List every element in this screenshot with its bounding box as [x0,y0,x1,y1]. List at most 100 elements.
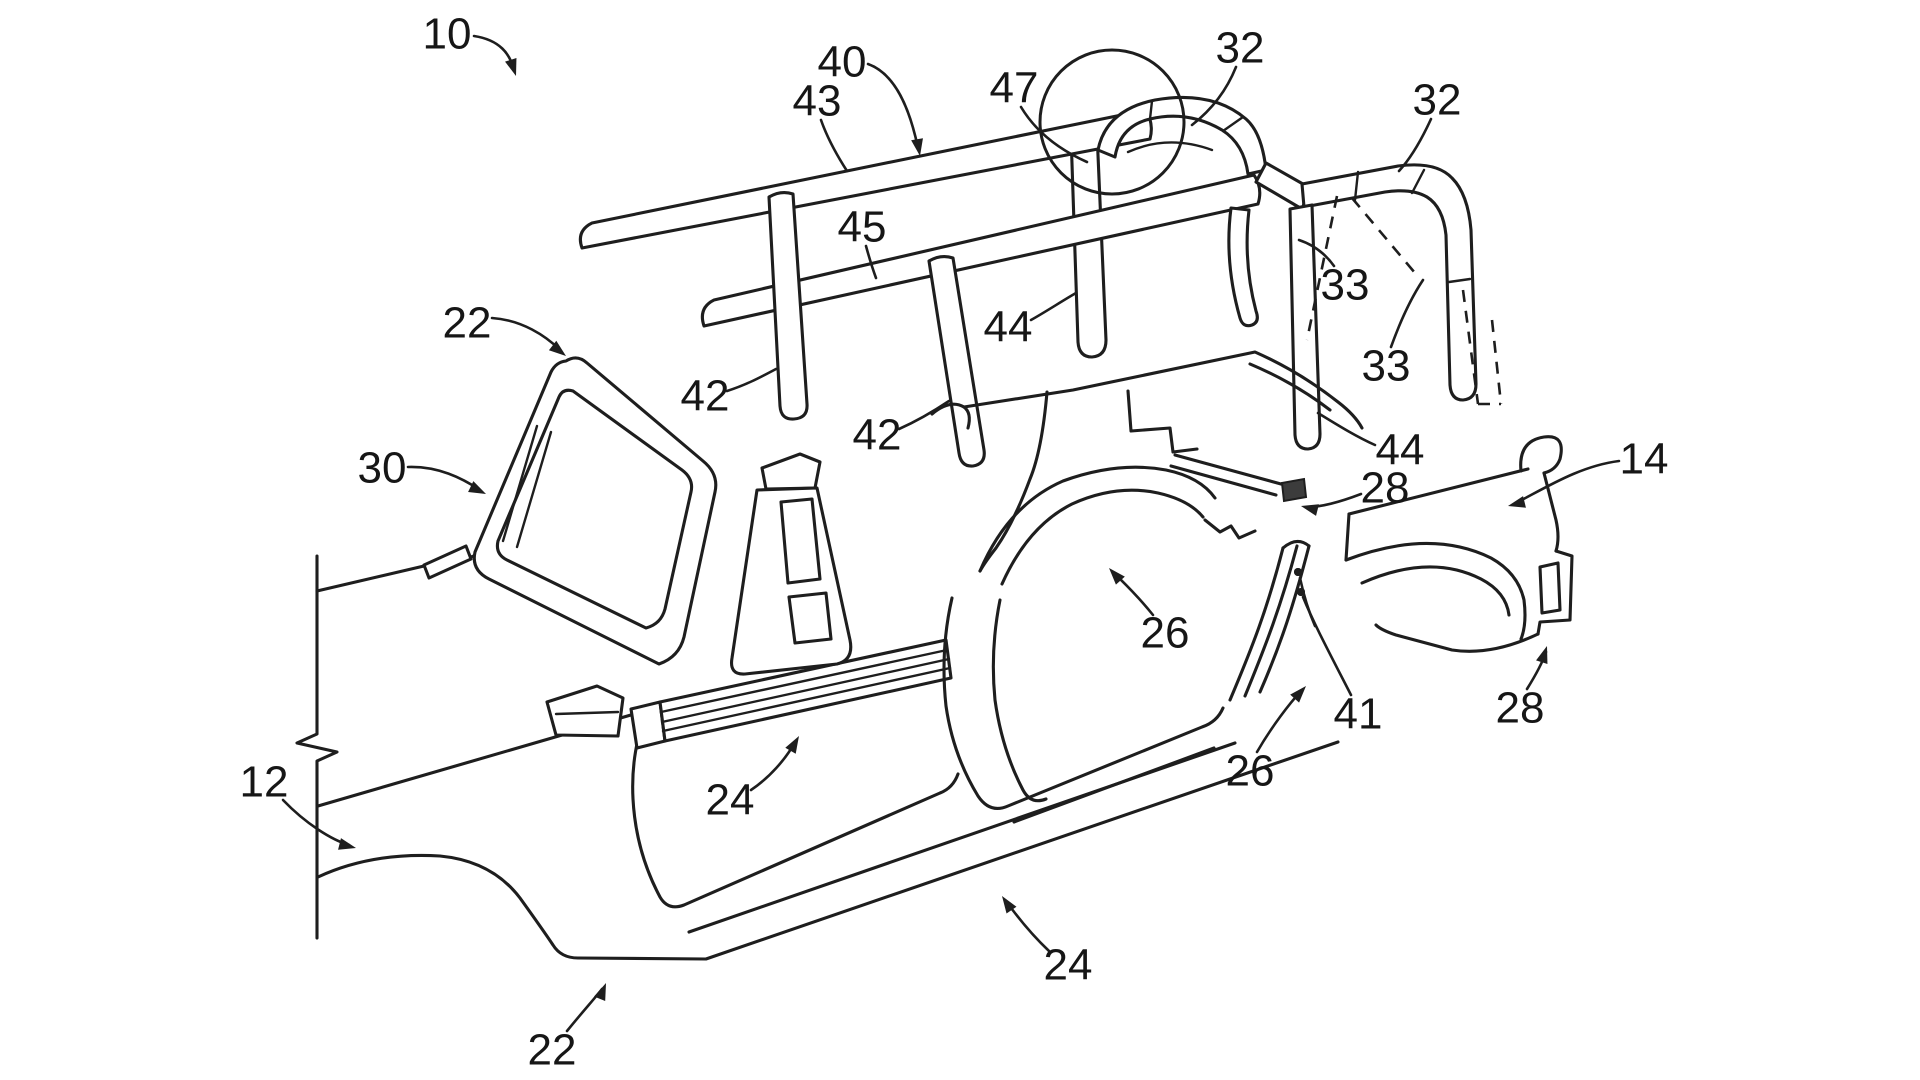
windshield-glass-edge [501,424,539,543]
ref-label-30-11: 30 [358,444,486,494]
hidden-line [1305,195,1339,341]
ref-number: 42 [853,411,902,460]
roof-bow-mid [927,254,986,468]
ref-label-28-15: 28 [1301,464,1409,516]
ref-label-45-6: 45 [838,203,887,280]
ref-label-22-24: 22 [528,983,606,1075]
leader-arrowhead [1301,504,1319,516]
c-pillar-line [1243,544,1299,698]
quarter-panel-rear-edge [1542,471,1560,553]
leader-line [897,399,951,431]
quarter-panel-bottom-edge [1374,623,1540,653]
rear-wheel-arch-inner [1360,565,1511,617]
b-pillar [729,452,853,676]
ref-number: 28 [1496,684,1545,733]
ref-label-44-7: 44 [984,291,1078,352]
ref-number: 32 [1216,24,1265,73]
leader-line [1190,65,1238,127]
ref-number: 24 [1044,941,1093,990]
windshield-foot-bracket [545,684,625,738]
roof-frame-assembly [578,48,1503,468]
hidden-lines-soft-top [1305,195,1503,406]
hoop-segment-tick [1447,277,1472,284]
windshield-foot-bracket-edge [554,710,620,716]
ref-label-33-9: 33 [1362,278,1425,391]
ref-number: 33 [1321,261,1370,310]
leader-line [1029,291,1078,322]
ref-number: 41 [1334,690,1383,739]
roof-bow-front [767,190,809,421]
leader-arrowhead [1002,896,1017,914]
ref-label-32-5: 32 [1397,76,1462,173]
leader-arrowhead [468,481,486,494]
ref-label-44-14: 44 [1316,411,1425,475]
rear-sill-line [1012,746,1216,824]
mount-bracket [1280,477,1308,503]
ref-number: 42 [681,372,730,421]
leader-line [1316,411,1377,447]
ref-label-40-1: 40 [818,38,923,156]
ref-label-41-18: 41 [1294,568,1382,739]
hood-edge [315,564,426,593]
front-door-opening [631,708,960,909]
quarter-ledge-inner [1169,464,1278,497]
hoop-segment-tick [1221,115,1245,133]
ref-number: 45 [838,203,887,252]
rear-door-opening-front-edge [942,596,1225,810]
ref-number: 26 [1141,609,1190,658]
ref-number: 30 [358,444,407,493]
leader-line [864,244,878,280]
ref-number: 12 [240,758,289,807]
rear-door-opening-front-edge-inner [991,598,1048,803]
leader-arrowhead [505,57,517,76]
cowl-strip [422,544,473,580]
leader-arrowhead [785,736,799,754]
rear-wheel-arch-outer [1344,541,1527,641]
leader-line [406,465,482,492]
b-pillar-cutout-lower [787,591,833,645]
quarter-panel-front-edge [1344,512,1351,562]
ref-label-26-19: 26 [1226,686,1306,796]
ref-number: 26 [1226,747,1275,796]
ref-number: 44 [1376,426,1425,475]
hoop-segment-tick [1148,99,1154,121]
ref-number: 40 [818,38,867,87]
b-pillar-cutout-upper [779,497,822,585]
leader-arrowhead [594,983,606,1002]
leader-arrowhead [1536,646,1548,665]
ref-number: 32 [1413,76,1462,125]
quarter-front-edge [978,390,1049,573]
ref-number: 47 [990,64,1039,113]
ref-number: 22 [528,1026,577,1075]
sill-hatch-line [659,648,949,714]
c-pillar-top [1281,539,1311,550]
front-wheel-arch-and-bottom-edge [316,740,1340,961]
ref-number: 24 [706,776,755,825]
taillight-pocket [1538,561,1562,615]
leader-arrowhead [911,138,923,156]
tub-rear-quarter [930,350,1364,702]
wheelhouse-arch-outer [978,465,1217,573]
rear-quarter-panel [1344,435,1574,653]
leader-arrowhead [1508,496,1526,508]
door-sill-hatched [629,638,953,750]
leader-line [1389,278,1425,349]
wheelhouse-floor-edge [1203,518,1257,540]
b-pillar-cap [760,452,822,491]
quarter-panel-tab [1519,435,1563,475]
ref-label-10-0: 10 [423,10,517,76]
ref-number: 22 [443,299,492,348]
ref-label-26-17: 26 [1109,568,1190,658]
leader-line [1514,459,1621,505]
ref-label-47-3: 47 [990,64,1089,164]
leader-line [866,62,920,150]
leader-arrowhead [338,838,356,850]
ref-number: 10 [423,10,472,59]
hidden-line [1490,319,1503,405]
ref-number: 43 [793,77,842,126]
leader-line [1019,105,1089,164]
hoop-inner-detail [1126,141,1214,154]
leader-line [1397,117,1433,173]
sill-hatch-line [660,657,951,724]
